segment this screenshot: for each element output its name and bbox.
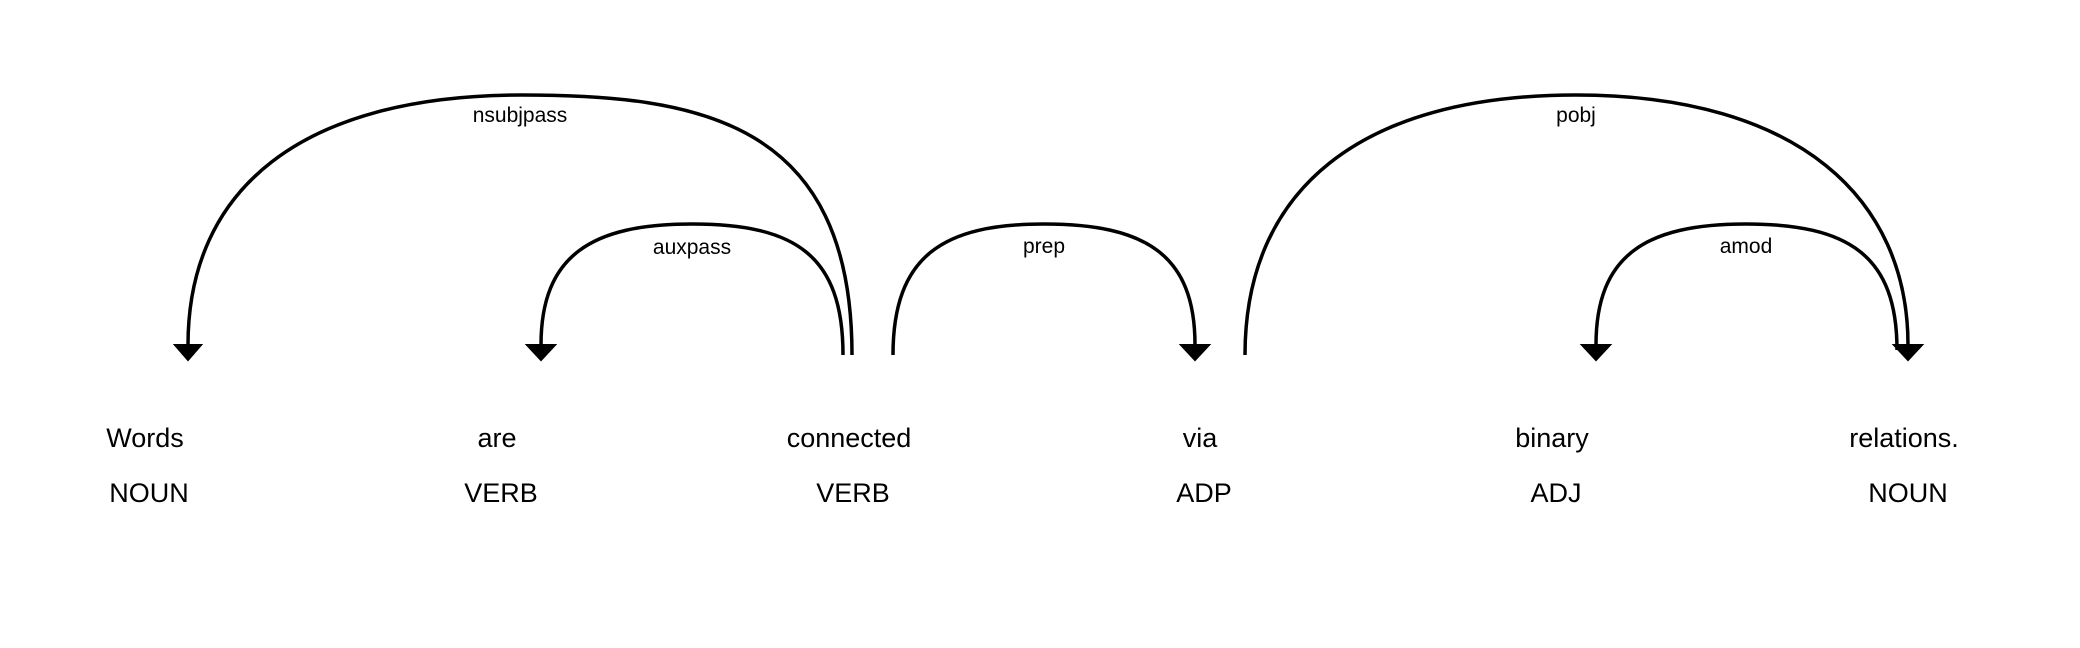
arc-line xyxy=(186,93,854,356)
arc-line xyxy=(1243,93,1910,356)
arrowhead-icon xyxy=(1579,344,1613,362)
token-word: relations. xyxy=(1849,423,1959,453)
arc-label-nsubjpass: nsubjpass xyxy=(473,104,568,127)
arc-label-auxpass: auxpass xyxy=(653,236,731,259)
arc-amod: amod xyxy=(1579,222,1899,362)
token-word: connected xyxy=(787,423,912,453)
token-5: relations. NOUN xyxy=(1849,423,1959,508)
arc-label-amod: amod xyxy=(1720,235,1773,258)
token-pos-tag: ADJ xyxy=(1530,478,1581,508)
token-1: are VERB xyxy=(464,423,538,508)
token-pos-tag: VERB xyxy=(816,478,890,508)
arc-line xyxy=(891,222,1197,356)
arc-prep: prep xyxy=(891,222,1212,362)
token-4: binary ADJ xyxy=(1515,423,1589,508)
arrowhead-icon xyxy=(1178,344,1212,362)
token-word: are xyxy=(477,423,516,453)
token-pos-tag: NOUN xyxy=(1868,478,1948,508)
token-pos-tag: NOUN xyxy=(109,478,189,508)
arcs: nsubjpass auxpass prep pobj amod xyxy=(172,93,1925,362)
arc-label-prep: prep xyxy=(1023,235,1065,258)
token-2: connected VERB xyxy=(787,423,912,508)
token-3: via ADP xyxy=(1176,423,1232,508)
arc-label-pobj: pobj xyxy=(1556,104,1596,127)
arc-auxpass: auxpass xyxy=(524,222,845,362)
token-word: via xyxy=(1183,423,1218,453)
arrowhead-icon xyxy=(1891,344,1925,362)
token-pos-tag: VERB xyxy=(464,478,538,508)
arc-pobj: pobj xyxy=(1243,93,1925,362)
token-0: Words NOUN xyxy=(106,423,189,508)
arc-line xyxy=(1594,222,1899,351)
arc-nsubjpass: nsubjpass xyxy=(172,93,854,362)
token-word: Words xyxy=(106,423,184,453)
tokens: Words NOUN are VERB connected VERB via A… xyxy=(106,423,1959,508)
arrowhead-icon xyxy=(524,344,558,362)
arc-line xyxy=(539,222,845,356)
arrowhead-icon xyxy=(172,344,204,362)
token-word: binary xyxy=(1515,423,1589,453)
token-pos-tag: ADP xyxy=(1176,478,1232,508)
